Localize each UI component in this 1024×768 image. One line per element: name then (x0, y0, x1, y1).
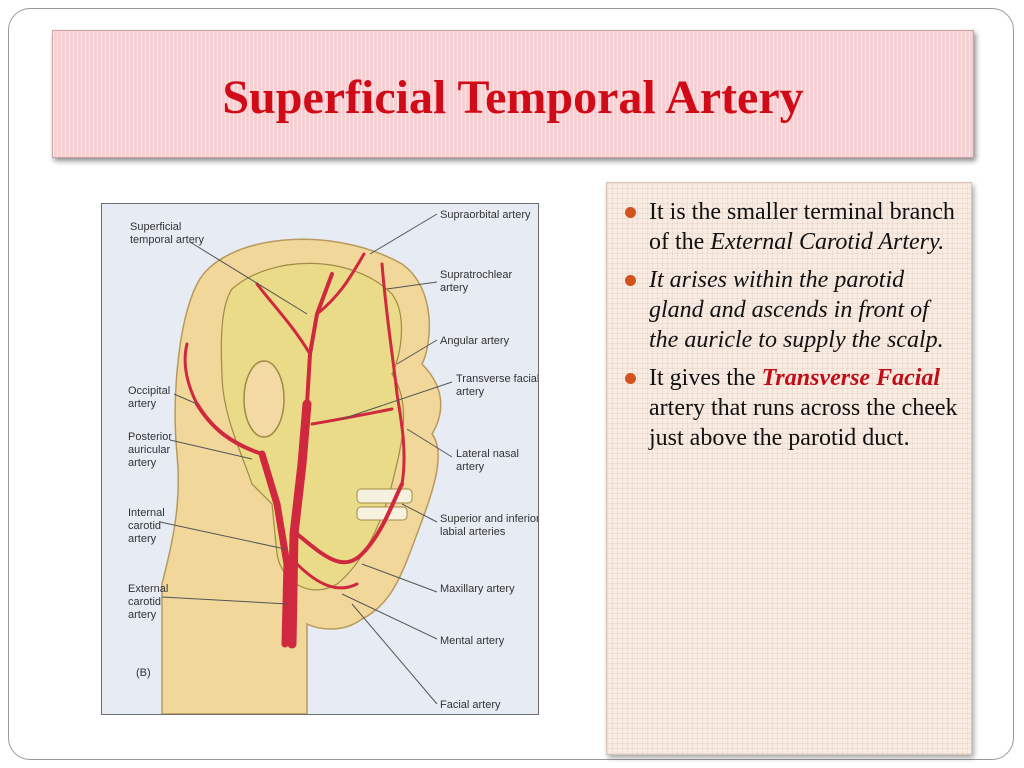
bullet-list: It is the smaller terminal branch of the… (619, 197, 959, 453)
bullet-item-2: It arises within the parotid gland and a… (619, 265, 959, 355)
label-transverse-facial: Transverse facial artery (456, 373, 538, 398)
label-posterior-auricular: Posterior auricular artery (128, 431, 175, 469)
label-external-carotid: External carotid artery (128, 583, 171, 621)
bullet-1-text: It is the smaller terminal branch of the (649, 199, 955, 255)
bullet-dot-icon (625, 207, 636, 218)
bullet-dot-icon (625, 373, 636, 384)
bullet-item-3: It gives the Transverse Facial artery th… (619, 363, 959, 453)
label-angular: Angular artery (440, 335, 510, 347)
panel-letter: (B) (136, 667, 151, 679)
label-mental: Mental artery (440, 635, 505, 647)
label-lateral-nasal: Lateral nasal artery (456, 448, 522, 473)
bullet-3-highlight: Transverse Facial (761, 365, 941, 391)
text-panel: It is the smaller terminal branch of the… (606, 182, 972, 755)
slide-title: Superficial Temporal Artery (222, 70, 804, 124)
bullet-2-text: It arises within the parotid gland and a… (649, 267, 944, 353)
teeth-lower (356, 506, 408, 521)
label-maxillary: Maxillary artery (440, 583, 515, 595)
anatomy-figure: Superficial temporal artery Supraorbital… (101, 203, 539, 715)
bullet-3-text-end: artery that runs across the cheek just a… (649, 395, 958, 451)
bullet-dot-icon (625, 275, 636, 286)
title-banner: Superficial Temporal Artery (52, 30, 974, 158)
leader-lines (159, 213, 453, 705)
label-labial: Superior and inferior labial arteries (440, 513, 538, 538)
label-superficial-temporal: Superficial temporal artery (130, 221, 204, 246)
label-supraorbital: Supraorbital artery (440, 209, 531, 221)
bullet-1-emphasis: External Carotid Artery. (710, 229, 945, 255)
label-occipital: Occipital artery (128, 385, 173, 410)
label-internal-carotid: Internal carotid artery (128, 507, 168, 545)
ear (243, 360, 285, 438)
head-arteries-illustration: Superficial temporal artery Supraorbital… (128, 209, 538, 714)
teeth-upper (356, 488, 413, 504)
bullet-item-1: It is the smaller terminal branch of the… (619, 197, 959, 257)
label-supratrochlear: Supratrochlear artery (440, 269, 515, 294)
bullet-3-text-start: It gives the (649, 365, 762, 391)
label-facial: Facial artery (440, 699, 501, 711)
